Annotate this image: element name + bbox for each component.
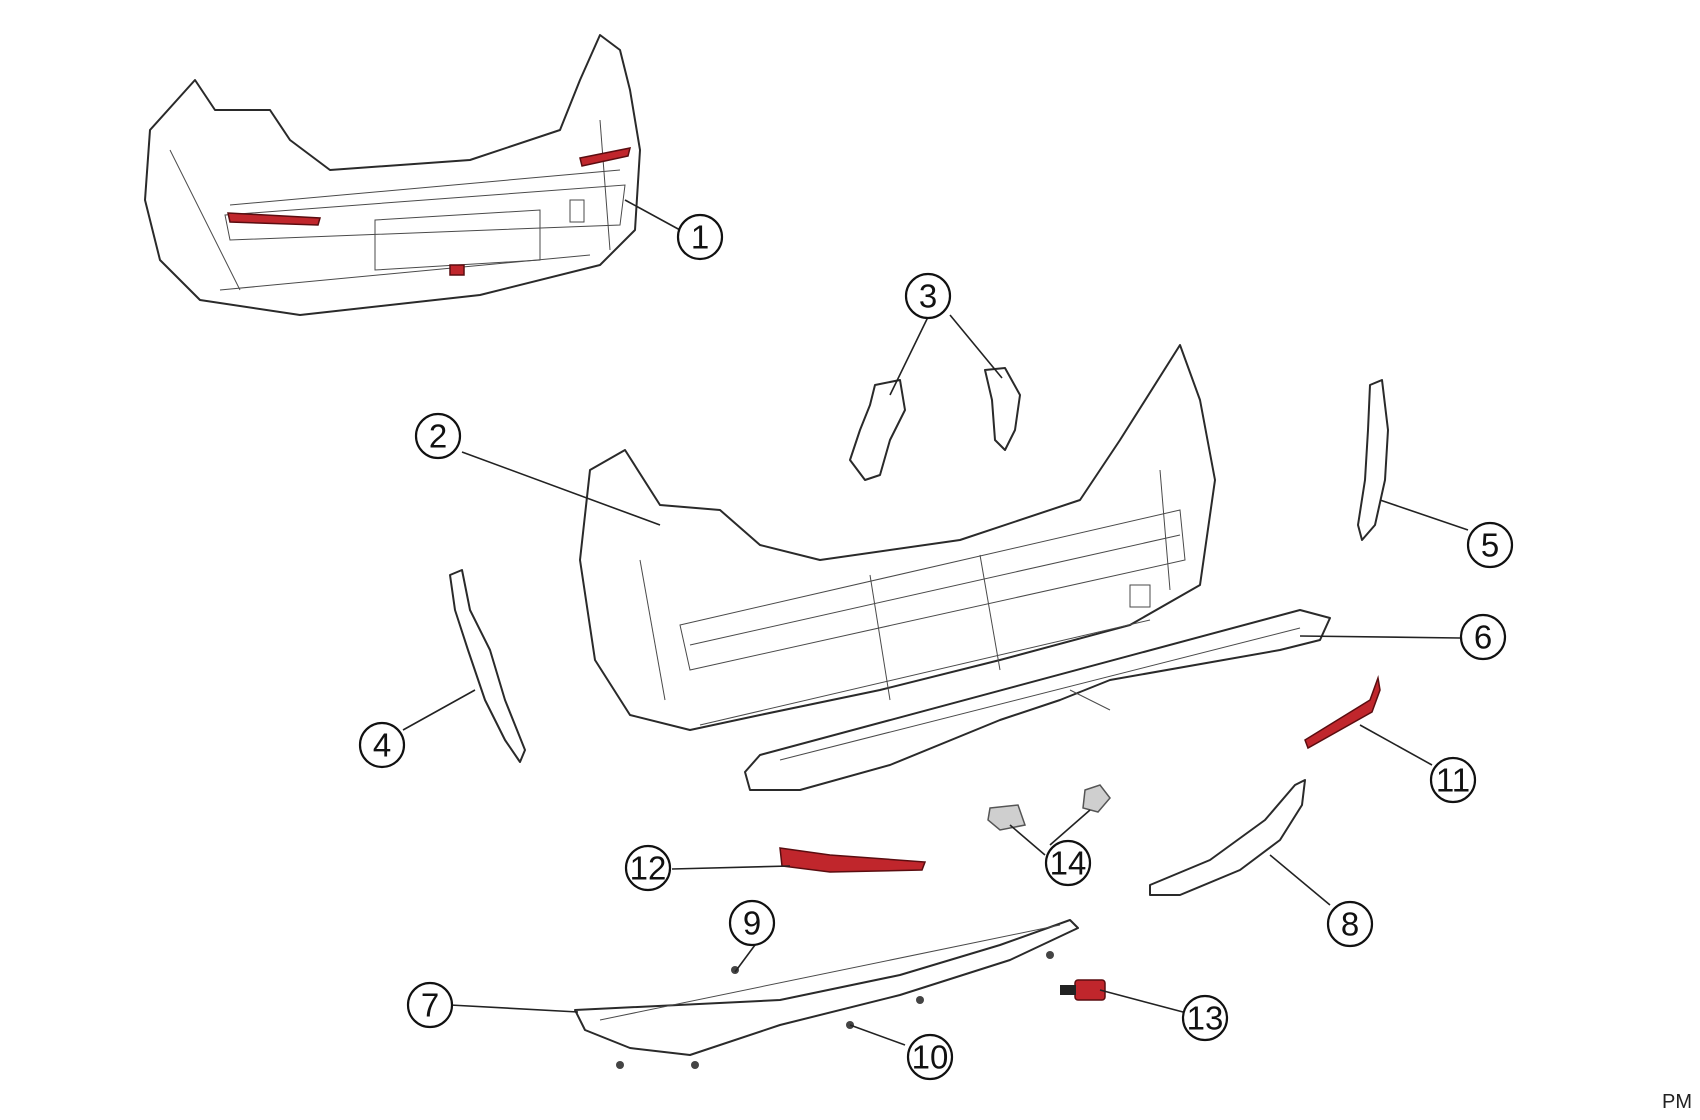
reflector-right <box>1304 675 1381 750</box>
callout-10-label: 10 <box>912 1039 949 1076</box>
assembled-bumper <box>144 34 641 316</box>
callout-9-label: 9 <box>743 905 761 942</box>
callout-10: 10 <box>906 1033 954 1081</box>
callout-13: 13 <box>1181 994 1229 1042</box>
callout-5-label: 5 <box>1481 527 1499 564</box>
reflector-left <box>779 847 927 873</box>
screws <box>616 951 1054 1069</box>
callout-7: 7 <box>406 981 454 1029</box>
clip-14-right <box>1082 784 1111 813</box>
upper-trim-panel <box>744 609 1331 791</box>
callout-3: 3 <box>904 272 952 320</box>
callout-11-label: 11 <box>1436 762 1470 799</box>
callout-13-label: 13 <box>1187 1000 1224 1037</box>
lower-diffuser <box>574 919 1079 1056</box>
leader-lines <box>402 199 1469 1046</box>
callout-1-label: 1 <box>691 219 709 256</box>
callout-4-label: 4 <box>373 727 391 764</box>
callout-8-label: 8 <box>1341 906 1359 943</box>
side-bracket-right <box>1357 379 1389 541</box>
callout-2: 2 <box>414 412 462 460</box>
callout-5: 5 <box>1466 521 1514 569</box>
bracket-3-right <box>984 367 1021 451</box>
callout-6: 6 <box>1459 613 1507 661</box>
callout-14: 14 <box>1044 839 1092 887</box>
callout-12: 12 <box>624 844 672 892</box>
side-bracket-left <box>449 569 526 763</box>
callout-1: 1 <box>676 213 724 261</box>
callout-7-label: 7 <box>421 987 439 1024</box>
clip-14-left <box>987 804 1026 831</box>
callout-12-label: 12 <box>630 850 667 887</box>
callout-2-label: 2 <box>429 418 447 455</box>
callout-8: 8 <box>1326 900 1374 948</box>
bumper-cover <box>579 344 1216 731</box>
corner-code: PM <box>1662 1091 1692 1113</box>
callout-9: 9 <box>728 899 776 947</box>
rear-fog-connector <box>1060 979 1106 1001</box>
callout-11: 11 <box>1429 756 1477 804</box>
callout-14-label: 14 <box>1050 845 1087 882</box>
bracket-3-left <box>849 379 906 481</box>
callout-6-label: 6 <box>1474 619 1492 656</box>
lower-bracket-right <box>1149 779 1306 896</box>
callout-3-label: 3 <box>919 278 937 315</box>
callout-4: 4 <box>358 721 406 769</box>
